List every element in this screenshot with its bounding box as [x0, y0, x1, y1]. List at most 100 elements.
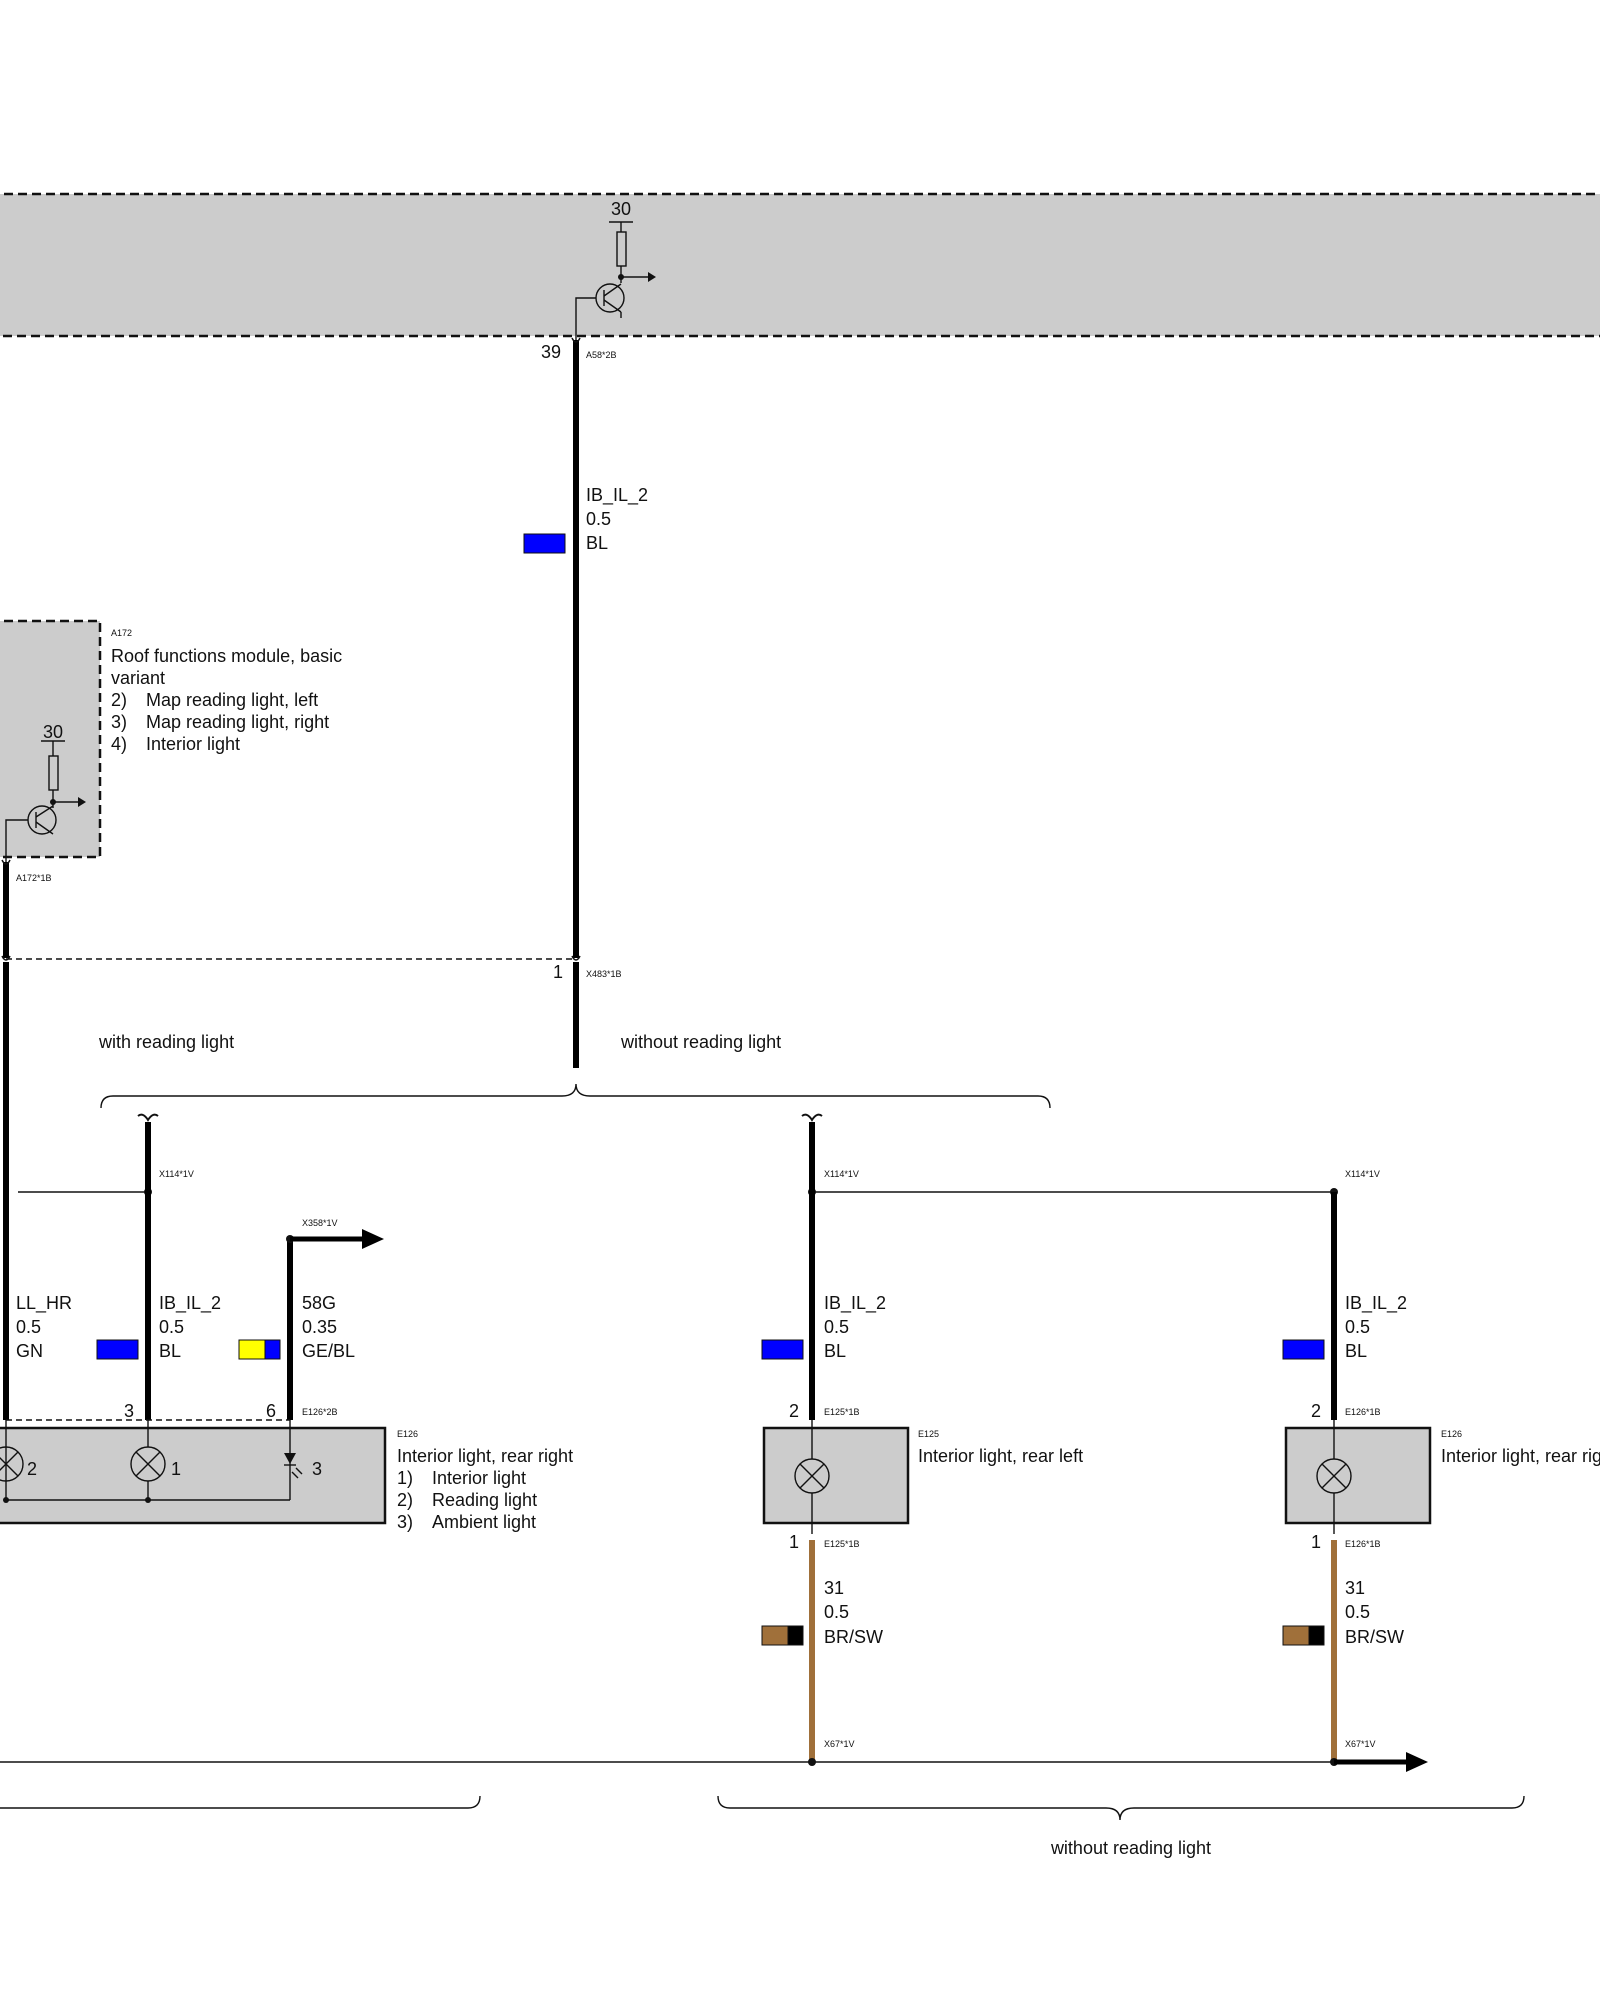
gnd-a-color: BR/SW — [824, 1627, 883, 1647]
ibil-a-color: BL — [159, 1341, 181, 1361]
e126r-connector-bottom: E126*1B — [1345, 1539, 1381, 1549]
ll-hr-name: LL_HR — [16, 1293, 72, 1314]
top-control-module: 30 39 A58*2B — [0, 192, 1600, 362]
ll-hr-size: 0.5 — [16, 1317, 41, 1337]
roof-module-item-num: 2) — [111, 690, 127, 710]
gnd-b-color: BR/SW — [1345, 1627, 1404, 1647]
gnd-a-name: 31 — [824, 1578, 844, 1598]
e126r-pin-top: 2 — [1311, 1401, 1321, 1421]
ibil-c-swatch — [1282, 1339, 1325, 1360]
main-wire-color-swatch — [523, 533, 566, 554]
ibil-b-name: IB_IL_2 — [824, 1293, 886, 1314]
x114-connector-c: X114*1V — [1345, 1169, 1380, 1179]
e125-pin-top: 2 — [789, 1401, 799, 1421]
ibil-b-color: BL — [824, 1341, 846, 1361]
ll-hr-color: GN — [16, 1341, 43, 1361]
gnd-b-swatch-brown — [1282, 1625, 1310, 1646]
junction-x483: 1 X483*1B — [6, 958, 622, 982]
x114-connection-left: X114*1V — [18, 1169, 194, 1196]
w58g-color: GE/BL — [302, 1341, 355, 1361]
bottom-brace-left — [0, 1795, 481, 1809]
gnd-b-swatch-black — [1308, 1625, 1325, 1646]
left-wire-ll-hr — [1, 859, 11, 1420]
ground-wire-a: 31 0.5 BR/SW X67*1V — [761, 1540, 883, 1760]
e126-lamp1: 1 — [171, 1459, 181, 1479]
e126-right-component: 2 E126*1B E126 Interior light, rear rig … — [1284, 1401, 1600, 1552]
e126-left-item-label: Reading light — [432, 1490, 537, 1510]
e125-id: E125 — [918, 1429, 939, 1439]
w58g-name: 58G — [302, 1293, 336, 1313]
ibil-c-size: 0.5 — [1345, 1317, 1370, 1337]
e126-pin-a: 3 — [124, 1401, 134, 1421]
gnd-b-name: 31 — [1345, 1578, 1365, 1598]
x358-connector: X358*1V — [302, 1218, 338, 1228]
e126-left-item-num: 1) — [397, 1468, 413, 1488]
x67-connector-a: X67*1V — [824, 1739, 855, 1749]
roof-module-title-2: variant — [111, 668, 165, 688]
led-icon — [284, 1453, 296, 1464]
ground-wire-b: 31 0.5 BR/SW X67*1V — [1282, 1540, 1404, 1760]
wire-ibil-b: IB_IL_2 0.5 BL — [761, 1113, 886, 1420]
top-connector-label: A58*2B — [586, 350, 617, 360]
top-supply-label: 30 — [611, 199, 631, 219]
roof-module-item-num: 3) — [111, 712, 127, 732]
wire-ibil-c: IB_IL_2 0.5 BL — [1282, 1192, 1407, 1420]
bottom-variant-label: without reading light — [1050, 1838, 1211, 1858]
e125-component: 2 E125*1B E125 Interior light, rear left… — [762, 1401, 1083, 1552]
top-driver-symbol — [575, 221, 656, 340]
wire-label-58g: 58G 0.35 GE/BL — [302, 1293, 355, 1361]
e126r-connector-top: E126*1B — [1345, 1407, 1381, 1417]
e125-connector-top: E125*1B — [824, 1407, 860, 1417]
w58g-swatch-yellow — [238, 1339, 266, 1360]
gnd-b-size: 0.5 — [1345, 1602, 1370, 1622]
e126-left-title: Interior light, rear right — [397, 1446, 573, 1466]
bottom-brace-right — [717, 1795, 1525, 1821]
top-pin-label: 39 — [541, 342, 561, 362]
main-wire: IB_IL_2 0.5 BL — [523, 337, 648, 1068]
gnd-a-swatch-black — [787, 1625, 804, 1646]
e126r-pin-bottom: 1 — [1311, 1532, 1321, 1552]
w58g-size: 0.35 — [302, 1317, 337, 1337]
ibil-c-name: IB_IL_2 — [1345, 1293, 1407, 1314]
e125-connector-bottom: E125*1B — [824, 1539, 860, 1549]
main-wire-size: 0.5 — [586, 509, 611, 529]
e126-left-id: E126 — [397, 1429, 418, 1439]
ibil-a-size: 0.5 — [159, 1317, 184, 1337]
roof-module-item-num: 4) — [111, 734, 127, 754]
main-wire-name: IB_IL_2 — [586, 485, 648, 506]
variant-without-label: without reading light — [620, 1032, 781, 1052]
main-wire-color: BL — [586, 533, 608, 553]
roof-module-item-label: Map reading light, left — [146, 690, 318, 710]
e126-left-item-label: Ambient light — [432, 1512, 536, 1532]
ibil-a-name: IB_IL_2 — [159, 1293, 221, 1314]
e126-pin-b: 6 — [266, 1401, 276, 1421]
roof-module-item-label: Interior light — [146, 734, 240, 754]
gnd-a-size: 0.5 — [824, 1602, 849, 1622]
ibil-b-size: 0.5 — [824, 1317, 849, 1337]
ground-bus — [0, 1752, 1428, 1772]
roof-supply-label: 30 — [43, 722, 63, 742]
roof-connector-label: A172*1B — [16, 873, 52, 883]
e126-left-item-num: 3) — [397, 1512, 413, 1532]
roof-module-title-1: Roof functions module, basic — [111, 646, 342, 666]
e126-connector: E126*2B — [302, 1407, 338, 1417]
roof-driver-symbol — [5, 740, 86, 862]
ibil-b-swatch — [761, 1339, 804, 1360]
variant-with-label: with reading light — [98, 1032, 234, 1052]
x114-connector-a: X114*1V — [159, 1169, 194, 1179]
ll-hr-swatch — [96, 1339, 139, 1360]
ibil-c-color: BL — [1345, 1341, 1367, 1361]
e126-lamp2: 2 — [27, 1459, 37, 1479]
wire-label-ll-hr: LL_HR 0.5 GN — [16, 1293, 139, 1361]
roof-module-item-label: Map reading light, right — [146, 712, 329, 732]
x114-connection-right: X114*1V X114*1V — [808, 1169, 1380, 1196]
wire-label-ibil-a: IB_IL_2 0.5 BL — [159, 1293, 281, 1361]
e125-pin-bottom: 1 — [789, 1532, 799, 1552]
e126r-id: E126 — [1441, 1429, 1462, 1439]
junction-connector: X483*1B — [586, 969, 622, 979]
wire-ibil-a — [137, 1113, 159, 1420]
e126-left-component: 3 6 E126*2B 2 1 3 E126 Interior light, r… — [0, 1401, 573, 1532]
x67-connector-b: X67*1V — [1345, 1739, 1376, 1749]
roof-module-id: A172 — [111, 628, 132, 638]
